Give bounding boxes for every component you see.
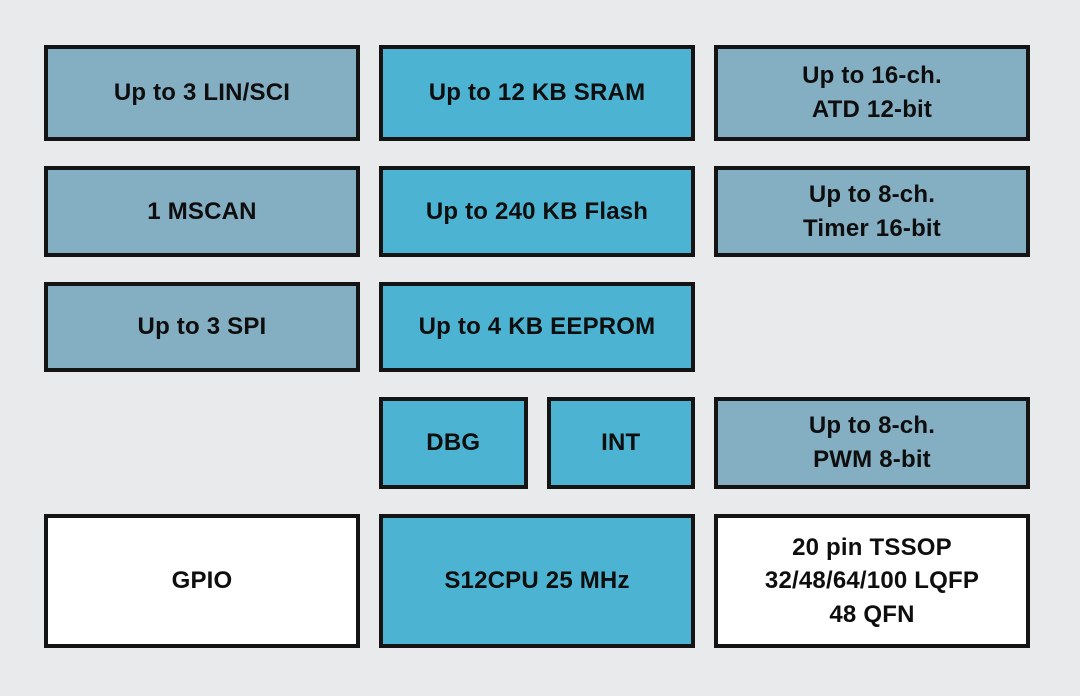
block-gpio: GPIO (44, 514, 360, 648)
block-cpu: S12CPU 25 MHz (379, 514, 695, 648)
dbg-int-group: DBG INT (379, 397, 695, 489)
block-timer: Up to 8-ch. Timer 16-bit (714, 166, 1030, 257)
block-pwm: Up to 8-ch. PWM 8-bit (714, 397, 1030, 489)
block-sram: Up to 12 KB SRAM (379, 45, 695, 141)
block-package-options: 20 pin TSSOP 32/48/64/100 LQFP 48 QFN (714, 514, 1030, 648)
block-mscan: 1 MSCAN (44, 166, 360, 257)
block-atd: Up to 16-ch. ATD 12-bit (714, 45, 1030, 141)
block-dbg: DBG (379, 397, 528, 489)
block-flash: Up to 240 KB Flash (379, 166, 695, 257)
block-lin-sci: Up to 3 LIN/SCI (44, 45, 360, 141)
block-int: INT (546, 397, 695, 489)
block-spi: Up to 3 SPI (44, 282, 360, 372)
block-eeprom: Up to 4 KB EEPROM (379, 282, 695, 372)
